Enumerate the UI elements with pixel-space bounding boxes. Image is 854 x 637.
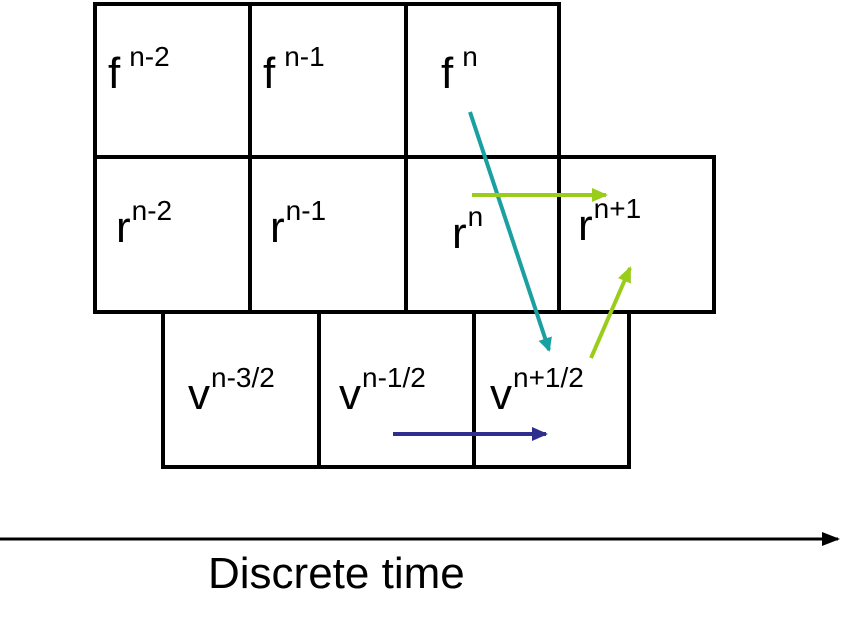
cell-v-n-1/2 <box>317 310 476 469</box>
arrow-v-n+1/2-to-r-n+1 <box>589 266 632 359</box>
label-r-n: rn <box>452 201 484 258</box>
arrow-f-n-to-v-n+1/2 <box>468 111 552 352</box>
label-v-n-3/2: vn-3/2 <box>188 362 275 419</box>
label-v-n+1/2: vn+1/2 <box>490 362 584 419</box>
cell-r-n+1 <box>557 155 716 314</box>
label-r-n-2: rn-2 <box>116 195 173 252</box>
label-v-n-1/2: vn-1/2 <box>339 362 426 419</box>
cell-f-n-1 <box>248 2 408 159</box>
label-r-n-1: rn-1 <box>270 195 327 252</box>
label-r-n+1: rn+1 <box>578 193 642 250</box>
cell-v-n-3/2 <box>161 310 321 469</box>
time-axis-title: Discrete time <box>208 549 465 598</box>
cell-f-n-2 <box>93 2 252 159</box>
